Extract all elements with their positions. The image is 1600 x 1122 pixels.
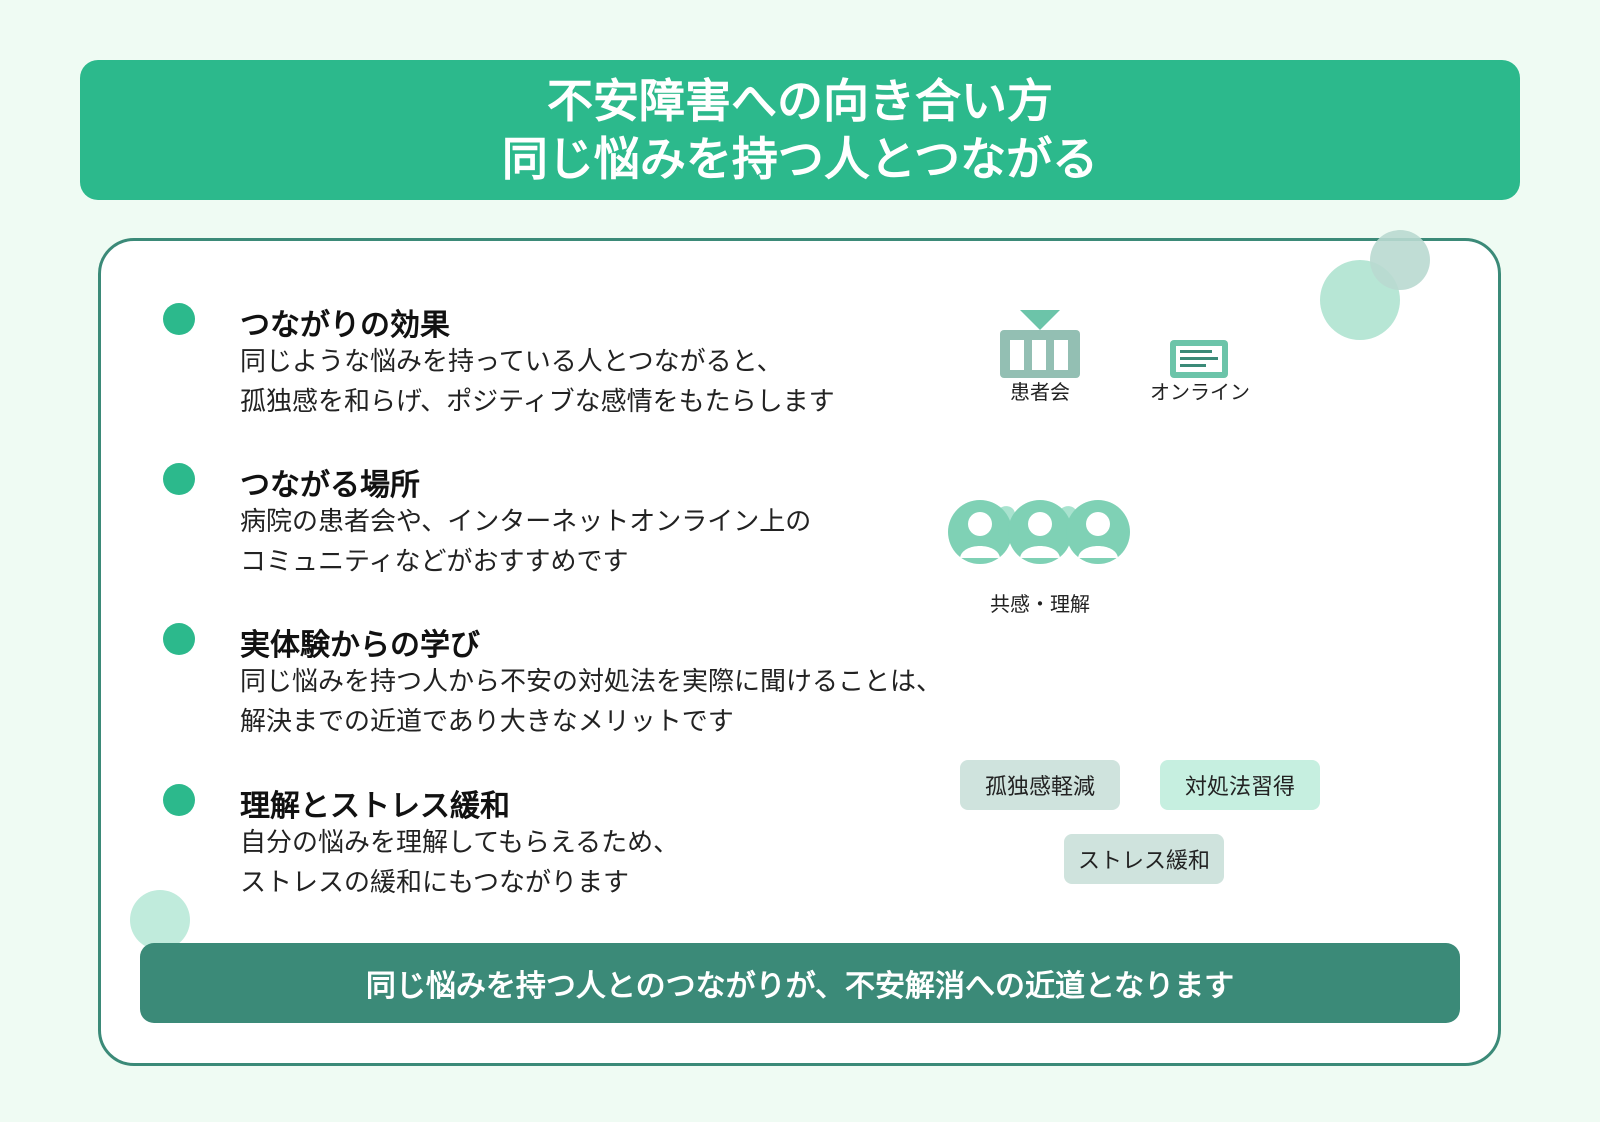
point-body-line: 病院の患者会や、インターネットオンライン上の [240, 507, 812, 537]
point-body-line: 自分の悩みを理解してもらえるため、 [240, 828, 680, 858]
point-body-line: 孤独感を和らげ、ポジティブな感情をもたらします [240, 387, 835, 417]
point-heading: つながる場所 [240, 468, 420, 503]
tag-loneliness-reduction: 孤独感軽減 [960, 760, 1120, 810]
icon-label-empathy: 共感・理解 [990, 592, 1090, 616]
icon-label-patient-group: 患者会 [1010, 380, 1070, 404]
point-heading: 実体験からの学び [240, 628, 480, 663]
point-body-line: ストレスの緩和にもつながります [240, 868, 629, 898]
icon-label-online: オンライン [1150, 380, 1250, 404]
bullet-dot [163, 784, 195, 816]
bullet-dot [163, 463, 195, 495]
monitor-icon [1170, 340, 1228, 378]
title-line-1: 不安障害への向き合い方 [547, 74, 1053, 128]
point-heading: つながりの効果 [240, 308, 450, 343]
decorative-circle [130, 890, 190, 950]
footer-banner: 同じ悩みを持つ人とのつながりが、不安解消への近道となります [140, 943, 1460, 1023]
tag-stress-relief: ストレス緩和 [1064, 834, 1224, 884]
content-card [98, 238, 1501, 1066]
point-body-line: 同じ悩みを持つ人から不安の対処法を実際に聞けることは、 [240, 667, 943, 697]
building-icon [1000, 310, 1080, 378]
title-line-2: 同じ悩みを持つ人とつながる [501, 132, 1099, 186]
point-body-line: コミュニティなどがおすすめです [240, 547, 629, 577]
point-body-line: 同じような悩みを持っている人とつながると、 [240, 347, 783, 377]
title-banner: 不安障害への向き合い方 同じ悩みを持つ人とつながる [80, 60, 1520, 200]
decorative-circle [1370, 230, 1430, 290]
people-heart-icon [948, 500, 1130, 564]
point-body-line: 解決までの近道であり大きなメリットです [240, 707, 734, 737]
tag-coping-skills: 対処法習得 [1160, 760, 1320, 810]
bullet-dot [163, 303, 195, 335]
point-heading: 理解とストレス緩和 [240, 789, 510, 824]
bullet-dot [163, 623, 195, 655]
